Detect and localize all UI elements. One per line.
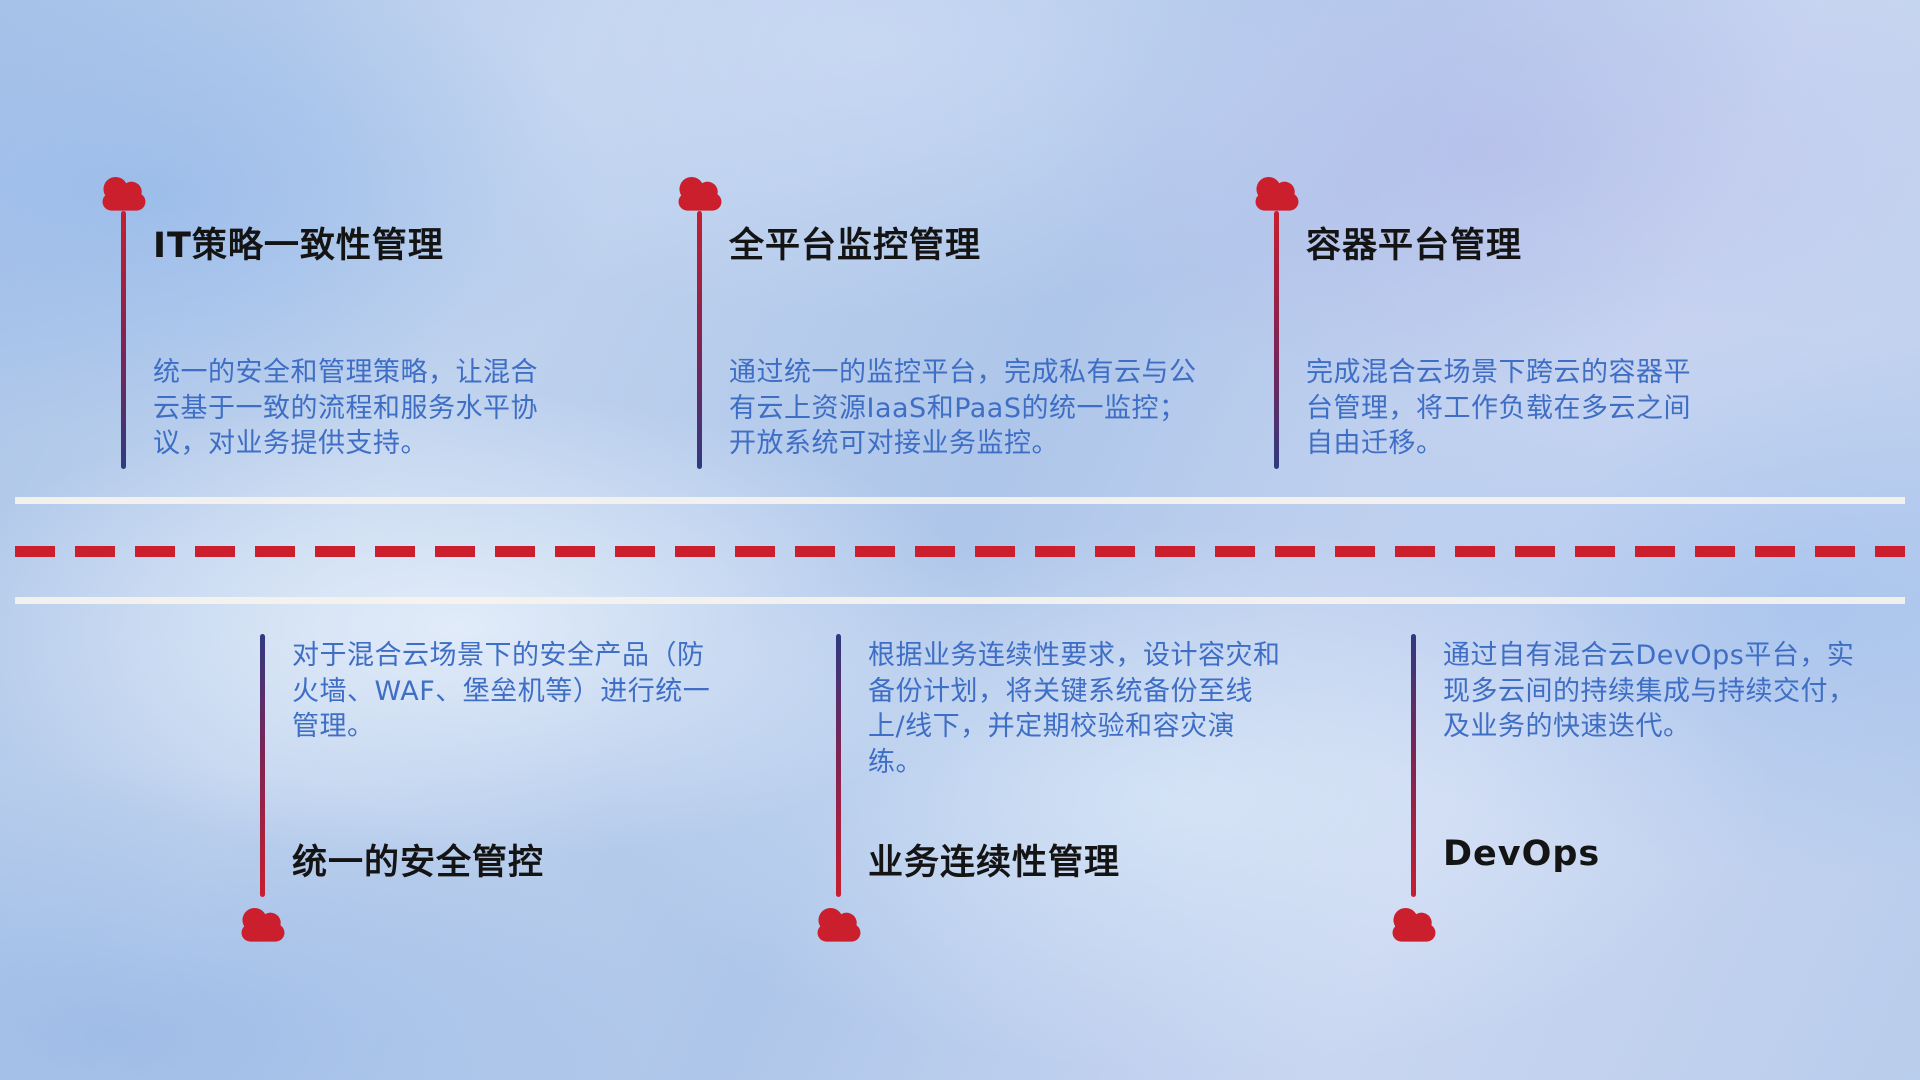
- cloud-icon: [811, 900, 867, 944]
- cloud-icon: [1249, 169, 1305, 213]
- connector-line: [1274, 211, 1279, 469]
- capability-title: IT策略一致性管理: [153, 226, 444, 266]
- capability-title: 统一的安全管控: [292, 843, 545, 883]
- connector-line: [836, 634, 841, 897]
- connector-line: [121, 211, 126, 469]
- capability-description: 通过自有混合云DevOps平台，实现多云间的持续集成与持续交付，及业务的快速迭代…: [1443, 640, 1856, 743]
- connector-line: [260, 634, 265, 897]
- capability-description: 根据业务连续性要求，设计容灾和备份计划，将关键系统备份至线上/线下，并定期校验和…: [868, 640, 1281, 778]
- cloud-icon: [1386, 900, 1442, 944]
- connector-line: [697, 211, 702, 469]
- capability-description: 通过统一的监控平台，完成私有云与公有云上资源IaaS和PaaS的统一监控；开放系…: [729, 357, 1197, 460]
- road-edge-line-bottom: [15, 597, 1905, 604]
- cloud-icon: [235, 900, 291, 944]
- capability-description: 完成混合云场景下跨云的容器平台管理，将工作负载在多云之间自由迁移。: [1306, 357, 1691, 460]
- capability-description: 统一的安全和管理策略，让混合云基于一致的流程和服务水平协议，对业务提供支持。: [153, 357, 538, 460]
- road-edge-line-top: [15, 497, 1905, 504]
- capability-title: 业务连续性管理: [868, 843, 1121, 883]
- cloud-icon: [672, 169, 728, 213]
- capability-title: 容器平台管理: [1306, 226, 1523, 266]
- capability-title: 全平台监控管理: [729, 226, 982, 266]
- capability-description: 对于混合云场景下的安全产品（防火墙、WAF、堡垒机等）进行统一管理。: [292, 640, 711, 743]
- connector-line: [1411, 634, 1416, 897]
- capability-title: DevOps: [1443, 834, 1601, 874]
- road-dashed-centerline: [15, 546, 1905, 557]
- cloud-icon: [96, 169, 152, 213]
